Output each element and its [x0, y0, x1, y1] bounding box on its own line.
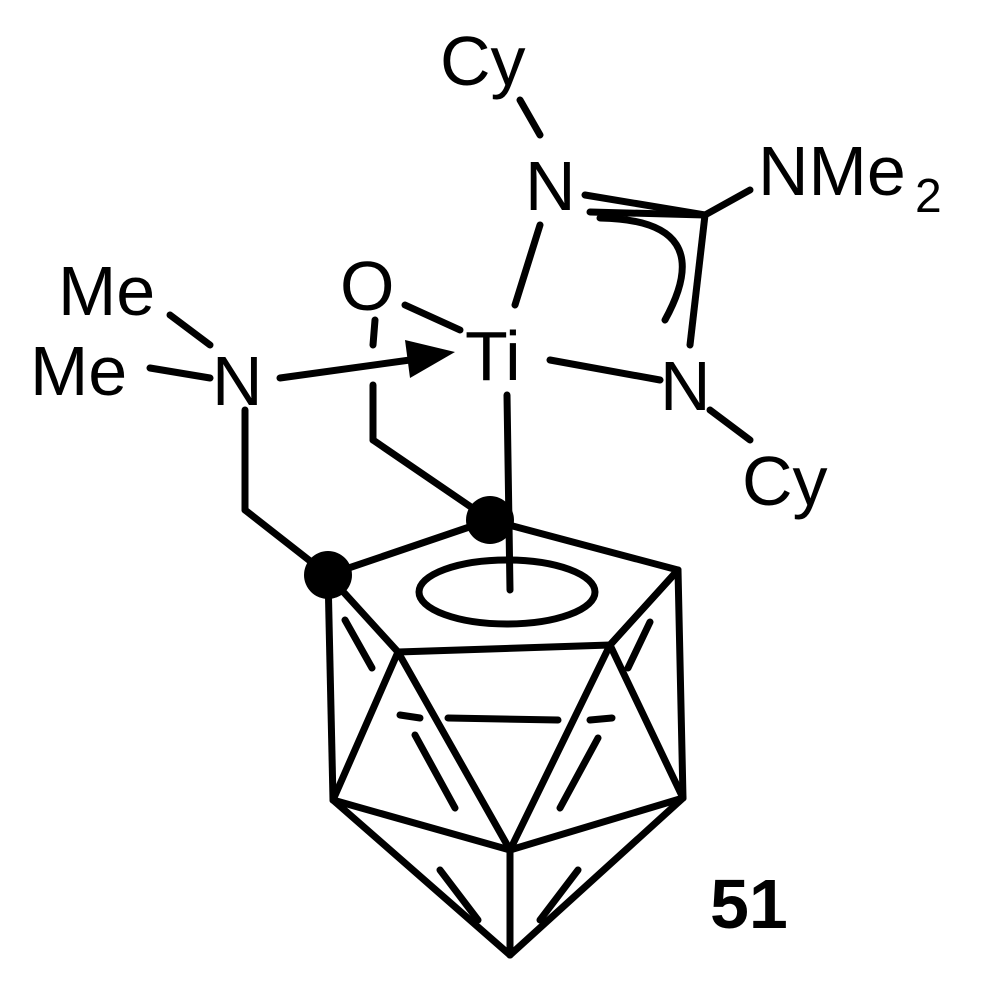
cage-edge-1 — [324, 516, 494, 579]
cage-back-6 — [411, 731, 459, 812]
n-top-label: N — [525, 147, 576, 225]
cage-back-7 — [556, 734, 602, 812]
cage-back-2 — [396, 711, 424, 722]
bond-cy-top-n — [516, 96, 544, 139]
bond-n-top-ti — [511, 221, 544, 309]
bond-o-ti — [401, 301, 464, 334]
bond-n-c-double-2 — [586, 208, 709, 219]
cage-edge-14 — [506, 794, 687, 854]
compound-number: 51 — [710, 865, 788, 943]
bond-me-bottom-n — [146, 364, 214, 382]
cy-bottom-label: Cy — [742, 442, 828, 520]
cage-edge-7 — [674, 566, 687, 802]
titanium-label: Ti — [465, 317, 521, 395]
cage-back-1 — [444, 714, 562, 724]
nme2-label: NMe — [758, 132, 906, 210]
delocalization-arc — [596, 214, 686, 324]
cy-top-label: Cy — [440, 22, 526, 100]
cage-edge-11 — [606, 641, 687, 802]
cage-edge-4 — [394, 641, 614, 656]
cage-back-3 — [586, 714, 616, 724]
bond-me-top-n — [166, 311, 214, 349]
carbon-vertex-top — [466, 496, 514, 544]
carbon-vertex-left — [304, 551, 352, 599]
bond-ti-n-bottom — [546, 356, 664, 384]
bond-c-n-bottom — [686, 211, 709, 349]
cage-edge-2 — [486, 516, 682, 574]
cage-apex-back-1 — [436, 866, 482, 924]
eta-ring — [415, 556, 599, 628]
n-bottom-label: N — [660, 347, 711, 425]
amine-n-label: N — [212, 342, 263, 420]
bond-n-bottom-cy — [706, 406, 754, 444]
me-bottom-label: Me — [30, 332, 127, 410]
cage-back-5 — [624, 618, 654, 672]
cage-edge-8 — [329, 648, 402, 804]
bond-o-ch2 — [369, 316, 379, 349]
cage-edge-9 — [394, 648, 514, 854]
me-top-label: Me — [58, 252, 155, 330]
oxygen-label: O — [340, 247, 394, 325]
cage-apex-back-2 — [536, 866, 582, 924]
cage-apex-1 — [329, 796, 514, 959]
cage-back-4 — [341, 616, 376, 672]
cage-edge-12 — [606, 566, 682, 649]
cage-edge-6 — [324, 571, 337, 804]
dative-bond-n-ti — [276, 356, 414, 382]
bond-c-nme2 — [701, 186, 754, 219]
nme2-subscript: 2 — [915, 170, 942, 223]
cage-edge-13 — [329, 796, 514, 854]
cage-edge-10 — [506, 641, 614, 854]
cage-apex-2 — [506, 794, 687, 959]
dative-arrowhead — [405, 340, 455, 378]
